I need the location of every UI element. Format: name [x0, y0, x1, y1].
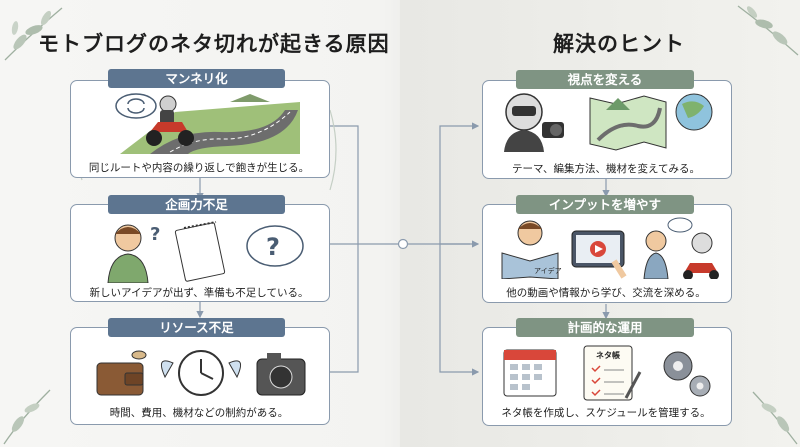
hint-tag-2: インプットを増やす	[516, 195, 694, 214]
leaf-decoration-top-right	[737, 5, 799, 56]
moth-icon	[131, 350, 147, 360]
video-tablet-icon	[571, 230, 627, 279]
repeat-bubble-icon	[115, 93, 157, 119]
svg-text:?: ?	[266, 233, 280, 261]
hint-illustration-1	[504, 93, 713, 152]
notepad-icon	[174, 221, 226, 282]
cause-illustration-2: ? ?	[107, 221, 304, 283]
helmet-rider-camera-icon	[504, 93, 564, 152]
cause-tag-3: リソース不足	[108, 318, 285, 337]
wallet-icon	[96, 362, 144, 396]
notebook-checklist-icon: ネタ帳	[583, 345, 642, 401]
map-icon	[589, 95, 667, 151]
question-bubble-icon: ?	[246, 225, 304, 267]
hint-caption-2: 他の動画や情報から学び、交流を深める。	[506, 287, 706, 299]
cause-caption-1: 同じルートや内容の繰り返しで飽きが生じる。	[88, 162, 310, 174]
notebook-label: ネタ帳	[596, 350, 620, 360]
hint-illustration-3: ネタ帳	[503, 345, 711, 401]
right-title: 解決のヒント	[553, 31, 685, 56]
leaf-decoration-bottom-left	[3, 389, 51, 445]
book-label: アイデア	[534, 266, 562, 275]
left-title: モトブログのネタ切れが起きる原因	[38, 31, 390, 56]
hint-tag-3: 計画的な運用	[516, 318, 694, 337]
hint-caption-1: テーマ、編集方法、機材を変えてみる。	[512, 163, 700, 175]
hint-caption-3: ネタ帳を作成し、スケジュールを管理する。	[501, 407, 711, 419]
cause-illustration-1	[115, 93, 300, 154]
cause-tag-2: 企画力不足	[108, 195, 285, 214]
hint-illustration-2: アイデア	[501, 217, 719, 279]
camera-icon	[256, 353, 306, 396]
calendar-icon	[503, 349, 557, 397]
gears-icon	[663, 351, 711, 397]
winged-clock-icon	[160, 350, 242, 396]
confused-person-icon: ?	[107, 224, 160, 283]
cause-caption-2: 新しいアイデアが出ず、準備も不足している。	[89, 287, 309, 299]
talking-riders-icon	[643, 217, 719, 279]
cause-illustration-3	[96, 350, 306, 396]
cause-tag-1: マンネリ化	[108, 69, 285, 88]
reading-person-icon: アイデア	[501, 220, 562, 279]
leaf-decoration-top-left	[4, 7, 63, 61]
cause-caption-3: 時間、費用、機材などの制約がある。	[109, 407, 289, 419]
svg-text:?: ?	[150, 224, 160, 245]
globe-icon	[675, 93, 713, 131]
leaf-decoration-bottom-right	[752, 391, 798, 445]
motorcycle-rider-icon	[146, 95, 194, 146]
hint-tag-1: 視点を変える	[516, 70, 694, 89]
